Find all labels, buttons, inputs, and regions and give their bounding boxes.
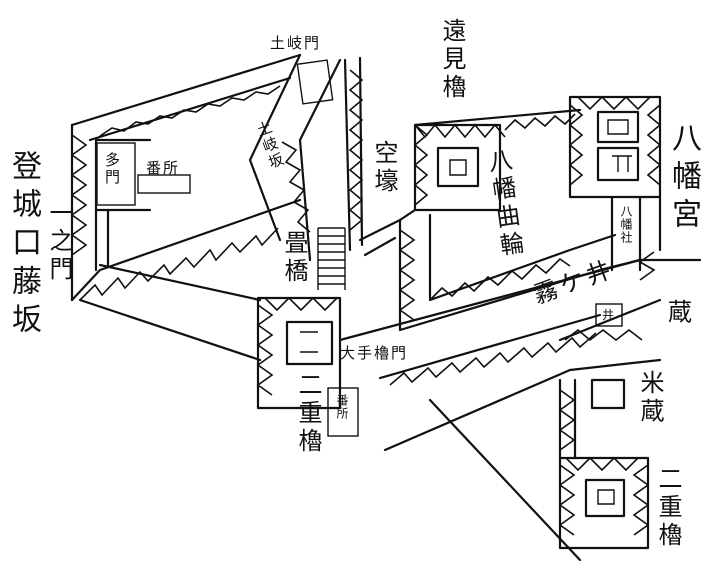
- label-tojo-guchi: 登城口: [6, 150, 41, 264]
- center-niju-inner: [285, 320, 334, 366]
- label-fujisaka: 藤坂: [6, 265, 41, 341]
- tomi-yagura-inner: [436, 146, 480, 188]
- bansho-left-box: [137, 174, 191, 194]
- label-tsuchi-kimon: 土岐門: [270, 34, 322, 52]
- label-tatami-bashi: 畳橋: [280, 230, 308, 286]
- label-otemon-yagura: 大手櫓門: [340, 344, 409, 362]
- bansho-center-box: [327, 387, 359, 437]
- glyph-marks: [300, 119, 632, 505]
- upper-left-wall-teeth: [99, 85, 281, 137]
- ichi-no-mon-teeth: [79, 227, 279, 301]
- label-kura: 蔵: [668, 298, 696, 326]
- hachimangu-tower: [568, 95, 662, 199]
- hachimangu-inner-bottom: [596, 146, 640, 182]
- label-bansho-center: 番所: [335, 394, 349, 420]
- lower-left-wall: [78, 263, 262, 362]
- label-bansho-left: 番所: [146, 159, 181, 177]
- tokimon-gate: [296, 59, 334, 105]
- label-niju-yagura-center: 二重櫓: [294, 372, 322, 456]
- tamon-enclosure: [70, 123, 152, 302]
- tokizaka-slope: [248, 53, 342, 262]
- center-niju-bastion: [256, 296, 342, 410]
- tomi-yagura-teeth: [413, 123, 506, 206]
- label-ichi-no-mon: 一之門: [45, 200, 73, 284]
- tomi-yagura-bastion: [413, 123, 502, 212]
- right-vertical-teeth: [558, 389, 576, 451]
- right-niju-bastion: [558, 456, 650, 550]
- label-well: 井: [602, 308, 616, 322]
- center-niju-teeth: [256, 296, 338, 396]
- hachimansha-column: [610, 195, 662, 272]
- right-outer-wall: [558, 258, 702, 372]
- label-tomi-yagura: 遠見櫓: [438, 18, 466, 102]
- right-niju-inner: [584, 478, 626, 518]
- label-hachiman-sha: 八幡社: [619, 205, 633, 244]
- karabori-curve: [358, 208, 417, 257]
- ote-gate-walls: [338, 258, 642, 562]
- hachimangu-teeth: [568, 95, 662, 186]
- label-hachiman-gu: 八幡宮: [666, 122, 701, 236]
- central-passage: [343, 56, 364, 252]
- right-vertical-walls: [558, 378, 577, 460]
- label-karabori: 空壕: [370, 140, 398, 196]
- tokizaka-teeth: [281, 141, 311, 233]
- upper-left-wall: [70, 53, 302, 142]
- tamon-teeth: [70, 134, 88, 256]
- label-ta-mon: 多門: [103, 152, 121, 186]
- central-passage-teeth: [348, 69, 364, 231]
- tatami-bridge-stairs: [317, 227, 346, 290]
- komegura-box: [590, 378, 626, 410]
- right-outer-teeth: [564, 251, 656, 342]
- yawata-kuruwa-teeth: [398, 113, 576, 321]
- ote-gate-teeth: [389, 332, 597, 386]
- tamon-box: [96, 142, 136, 206]
- ichi-no-mon-gate: [70, 198, 302, 302]
- label-niju-yagura-right: 二重櫓: [654, 466, 682, 550]
- right-niju-teeth: [558, 456, 650, 536]
- hachimangu-inner-top: [596, 110, 640, 144]
- label-kome-gura: 米蔵: [636, 370, 664, 426]
